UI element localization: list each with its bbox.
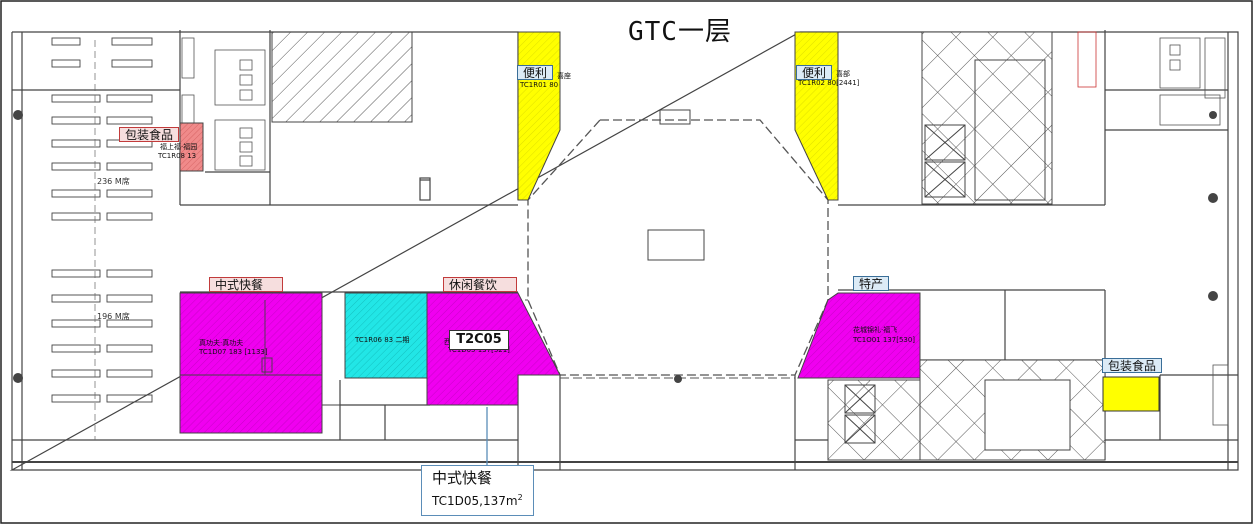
crosshatch-area-bottom-left <box>827 379 921 461</box>
elevators-right <box>844 124 966 444</box>
stair-box <box>974 59 1046 201</box>
specialty-shop-code: TC1O01 137[530] <box>853 336 916 344</box>
seat-count-lower: 196 M席 <box>97 312 130 321</box>
callout-code-area: TC1D05,137m2 <box>432 488 533 511</box>
column-marker <box>674 375 682 383</box>
callout-code-text: TC1D05,137m <box>432 494 518 508</box>
pkg-shop-code: TC1R08 13 <box>158 152 197 160</box>
tag-specialty: 特产 <box>853 276 890 291</box>
chinese-fastfood-area-upper <box>179 292 323 376</box>
highlight-unit-label: T2C05 <box>449 330 509 350</box>
floor-title: GTC一层 <box>628 17 732 47</box>
packaged-food-area <box>179 122 204 172</box>
specialty-shop-name: 花城锦礼·福飞 <box>853 326 898 334</box>
chinese-shop-code: TC1D07 183 [1133] <box>199 348 268 356</box>
seating-tables <box>51 37 153 403</box>
tag-packaged-food-top: 包装食品 <box>119 127 180 142</box>
tag-convenience-right: 便利 <box>796 65 833 80</box>
stair-box-lower <box>984 379 1071 451</box>
conv-left-suffix: 喜座 <box>557 72 571 80</box>
tag-packaged-food-right: 包装食品 <box>1102 358 1163 373</box>
casual-shop-code: TC1D05 137[521] <box>448 346 510 354</box>
convenience-area-right <box>794 31 839 201</box>
specialty-area <box>797 292 921 379</box>
crosshatch-area-top-right <box>921 31 1053 205</box>
hatched-area-top <box>271 31 413 123</box>
conv-right-suffix: 喜部 <box>836 70 850 78</box>
structural-columns <box>13 110 1218 383</box>
casual-shop-prefix: 西 <box>444 338 451 346</box>
atrium-feature <box>647 229 705 261</box>
conv-right-code: TC1R02 80[2441] <box>798 79 860 87</box>
interior-partitions <box>180 293 345 433</box>
convenience-area-left <box>517 31 561 201</box>
restroom-fixtures <box>181 31 1229 426</box>
chinese-shop-name: 真功夫·真功夫 <box>199 339 244 347</box>
tag-chinese-fastfood: 中式快餐 <box>209 277 283 292</box>
callout-box: 中式快餐 TC1D05,137m2 <box>421 465 534 516</box>
callout-area-unit: 2 <box>517 493 523 502</box>
chinese-fastfood-area-lower <box>179 374 323 434</box>
pkg-shop-name: 福上福·福园 <box>160 143 198 151</box>
tag-convenience-left: 便利 <box>517 65 554 80</box>
cyan-tenant-area <box>344 292 428 379</box>
atrium-top-feature <box>659 109 691 125</box>
conv-left-code: TC1R01 80 <box>520 81 559 89</box>
packaged-food-area-right <box>1102 376 1160 412</box>
callout-category: 中式快餐 <box>432 469 493 487</box>
tag-casual-dining: 休闲餐饮 <box>443 277 517 292</box>
cyan-shop-code: TC1R06 83 二期 <box>355 336 410 344</box>
central-atrium <box>527 119 829 376</box>
seat-count-upper: 236 M席 <box>97 177 130 186</box>
